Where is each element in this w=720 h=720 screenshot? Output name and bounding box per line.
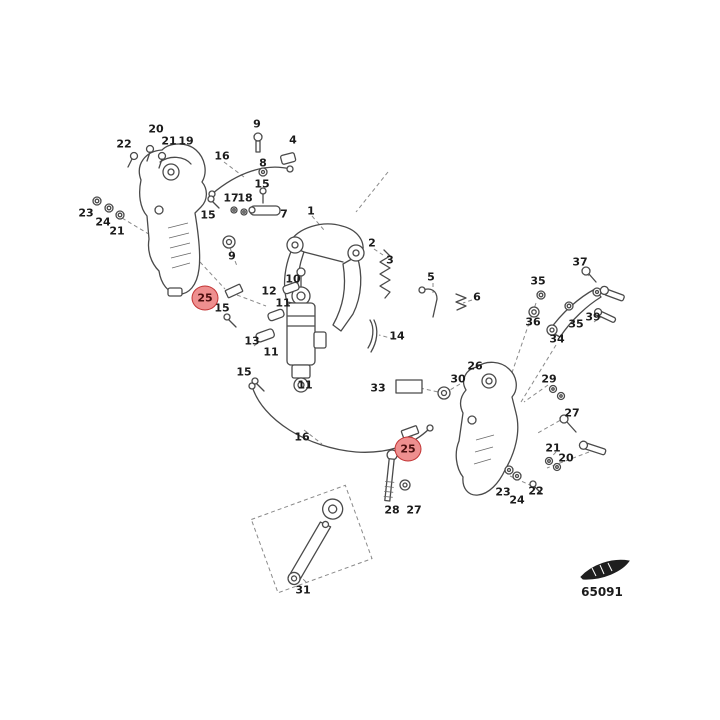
part-label: 4 bbox=[289, 133, 297, 147]
part-label: 24 bbox=[95, 215, 111, 229]
part-label: 37 bbox=[572, 255, 588, 269]
part-label: 15 bbox=[236, 365, 252, 379]
part-label: 5 bbox=[427, 270, 435, 284]
port-bracket-drawing bbox=[139, 144, 206, 296]
part-label: 21 bbox=[109, 224, 125, 238]
part-label: 39 bbox=[585, 310, 601, 324]
part-label: 8 bbox=[259, 156, 267, 170]
highlighted-part-callout[interactable]: 25 bbox=[191, 285, 219, 311]
part-label: 36 bbox=[525, 315, 541, 329]
springs-drawing bbox=[368, 250, 466, 352]
part-label: 12 bbox=[261, 284, 277, 298]
trim-cylinder-drawing bbox=[287, 268, 326, 392]
part-label: 21 bbox=[545, 441, 561, 455]
part-label: 9 bbox=[228, 249, 236, 263]
brand-swoosh-icon bbox=[581, 560, 629, 579]
highlighted-part-callout[interactable]: 25 bbox=[394, 436, 422, 462]
part-label: 33 bbox=[370, 381, 386, 395]
part-label: 18 bbox=[237, 191, 253, 205]
part-label: 15 bbox=[200, 208, 216, 222]
fasteners-drawing bbox=[93, 133, 607, 501]
part-label: 34 bbox=[549, 332, 565, 346]
part-label: 31 bbox=[295, 583, 311, 597]
part-label: 22 bbox=[116, 137, 132, 151]
part-label: 11 bbox=[263, 345, 279, 359]
part-label: 29 bbox=[541, 372, 557, 386]
part-label: 23 bbox=[495, 485, 511, 499]
part-label: 2 bbox=[368, 236, 376, 250]
part-label: 27 bbox=[564, 406, 580, 420]
part-label: 3 bbox=[386, 253, 394, 267]
part-label: 9 bbox=[253, 117, 261, 131]
part-label: 7 bbox=[280, 207, 288, 221]
part-label: 22 bbox=[528, 484, 544, 498]
part-label: 21 bbox=[161, 134, 177, 148]
part-label: 20 bbox=[148, 122, 164, 136]
anchor-bracket-drawing bbox=[251, 485, 372, 592]
part-label: 23 bbox=[78, 206, 94, 220]
part-label: 1 bbox=[307, 204, 315, 218]
part-label: 26 bbox=[467, 359, 483, 373]
part-label: 35 bbox=[568, 317, 584, 331]
part-label: 15 bbox=[254, 177, 270, 191]
part-label: 19 bbox=[178, 134, 194, 148]
part-label: 24 bbox=[509, 493, 525, 507]
part-label: 27 bbox=[406, 503, 422, 517]
part-label: 17 bbox=[223, 191, 239, 205]
part-label: 28 bbox=[384, 503, 400, 517]
part-label: 13 bbox=[244, 334, 260, 348]
part-label: 16 bbox=[214, 149, 230, 163]
part-label: 11 bbox=[297, 378, 313, 392]
part-label: 6 bbox=[473, 290, 481, 304]
part-label: 30 bbox=[450, 372, 466, 386]
part-label: 14 bbox=[389, 329, 405, 343]
part-label: 11 bbox=[275, 296, 291, 310]
steering-link-drawing bbox=[529, 267, 625, 337]
part-label: 15 bbox=[214, 301, 230, 315]
part-label: 16 bbox=[294, 430, 310, 444]
part-label: 20 bbox=[558, 451, 574, 465]
diagram-id: 65091 bbox=[581, 585, 623, 599]
part-label: 10 bbox=[285, 272, 301, 286]
part-label: 35 bbox=[530, 274, 546, 288]
